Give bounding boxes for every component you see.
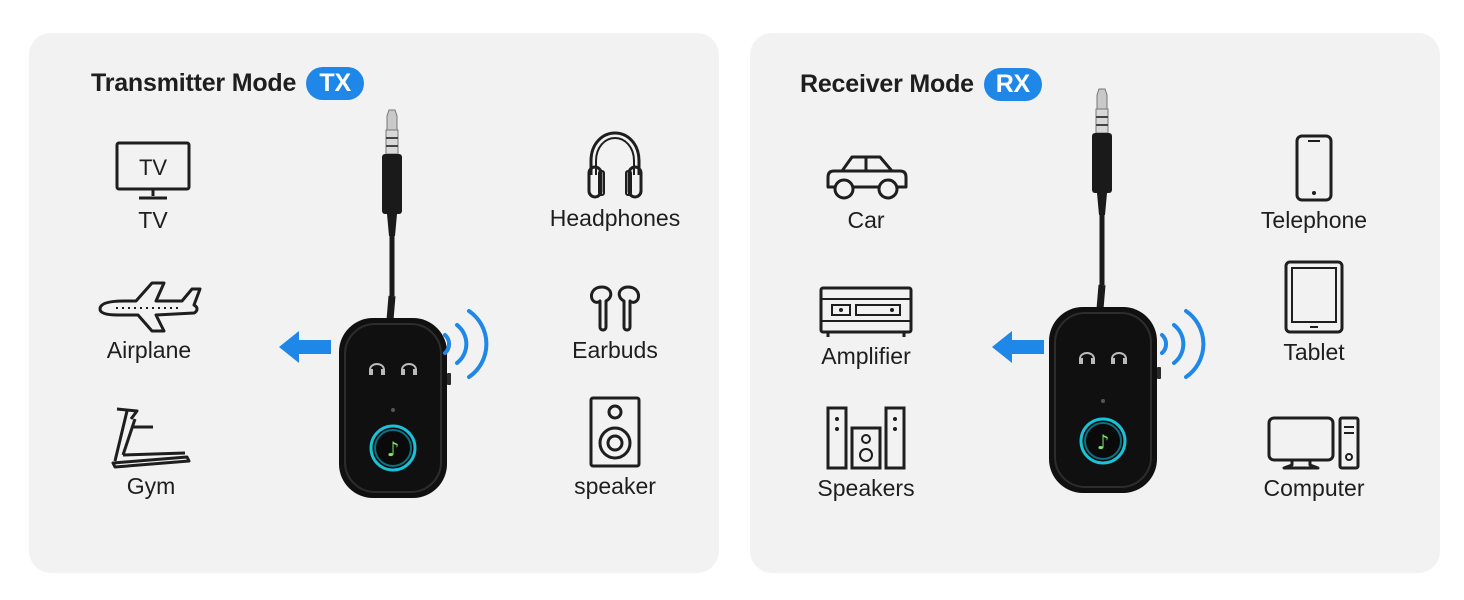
call-music-button[interactable]: ♪ [369, 424, 417, 472]
svg-text:♪: ♪ [1097, 430, 1110, 454]
headphone-port-1-icon [369, 363, 385, 375]
car-icon [826, 155, 908, 200]
status-led [1101, 399, 1105, 403]
tablet-icon [1284, 260, 1344, 334]
device-tablet: Tablet [1224, 257, 1404, 367]
tv-icon: TV [115, 141, 191, 200]
device-label-tv: TV [138, 207, 168, 233]
signal-waves-icon [443, 309, 489, 379]
status-led [391, 408, 395, 412]
device-label-tablet: Tablet [1283, 339, 1345, 365]
device-label-speakers: Speakers [817, 475, 915, 501]
tx-badge: TX [306, 67, 365, 100]
headphone-port-2-icon [401, 363, 417, 375]
svg-text:♪: ♪ [387, 437, 400, 461]
earbuds-icon [590, 285, 640, 332]
speaker-icon [589, 396, 641, 468]
device-gym: Gym [61, 391, 241, 501]
audio-jack-plug [1092, 88, 1112, 310]
receiver-mode-heading: Receiver Mode RX [800, 68, 1042, 101]
device-label-headphones: Headphones [549, 205, 681, 231]
device-label-speaker: speaker [574, 473, 656, 499]
bluetooth-adapter-tx: ♪ [339, 109, 451, 498]
call-music-button[interactable]: ♪ [1079, 417, 1127, 465]
device-label-car: Car [847, 207, 885, 233]
device-speaker: speaker [525, 391, 705, 501]
computer-icon [1267, 416, 1360, 470]
speakers-icon [826, 406, 906, 470]
device-computer: Computer [1224, 393, 1404, 503]
receiver-mode-title: Receiver Mode [800, 70, 974, 98]
tv-screen-text: TV [139, 155, 167, 180]
airplane-icon [98, 281, 202, 333]
device-tv: TV TV [63, 125, 243, 235]
device-speakers: Speakers [776, 393, 956, 503]
amplifier-icon [819, 286, 913, 337]
device-car: Car [776, 131, 956, 241]
device-amplifier: Amplifier [776, 261, 956, 371]
transmitter-mode-heading: Transmitter Mode TX [91, 67, 365, 100]
device-telephone: Telephone [1224, 125, 1404, 235]
rx-badge: RX [983, 68, 1042, 101]
device-earbuds: Earbuds [525, 255, 705, 365]
transmitter-mode-title: Transmitter Mode [91, 69, 297, 97]
headphone-port-2-icon [1111, 352, 1127, 364]
bluetooth-adapter-rx: ♪ [1049, 88, 1161, 493]
receiver-mode-panel: Receiver Mode RX Car [750, 33, 1440, 573]
device-label-telephone: Telephone [1260, 207, 1368, 233]
arrow-left-icon [279, 331, 331, 363]
device-label-computer: Computer [1263, 475, 1365, 501]
device-label-earbuds: Earbuds [572, 337, 658, 363]
device-airplane: Airplane [59, 255, 239, 365]
audio-jack-plug [382, 109, 402, 321]
arrow-left-icon [992, 331, 1044, 363]
device-headphones: Headphones [525, 123, 705, 233]
telephone-icon [1295, 134, 1333, 202]
treadmill-icon [111, 407, 191, 469]
signal-waves-icon [1160, 309, 1206, 379]
device-label-gym: Gym [126, 473, 176, 499]
headphones-icon [587, 131, 643, 199]
device-label-amplifier: Amplifier [821, 343, 911, 369]
transmitter-mode-panel: Transmitter Mode TX TV TV Airplane [29, 33, 719, 573]
device-label-airplane: Airplane [106, 337, 192, 363]
headphone-port-1-icon [1079, 352, 1095, 364]
